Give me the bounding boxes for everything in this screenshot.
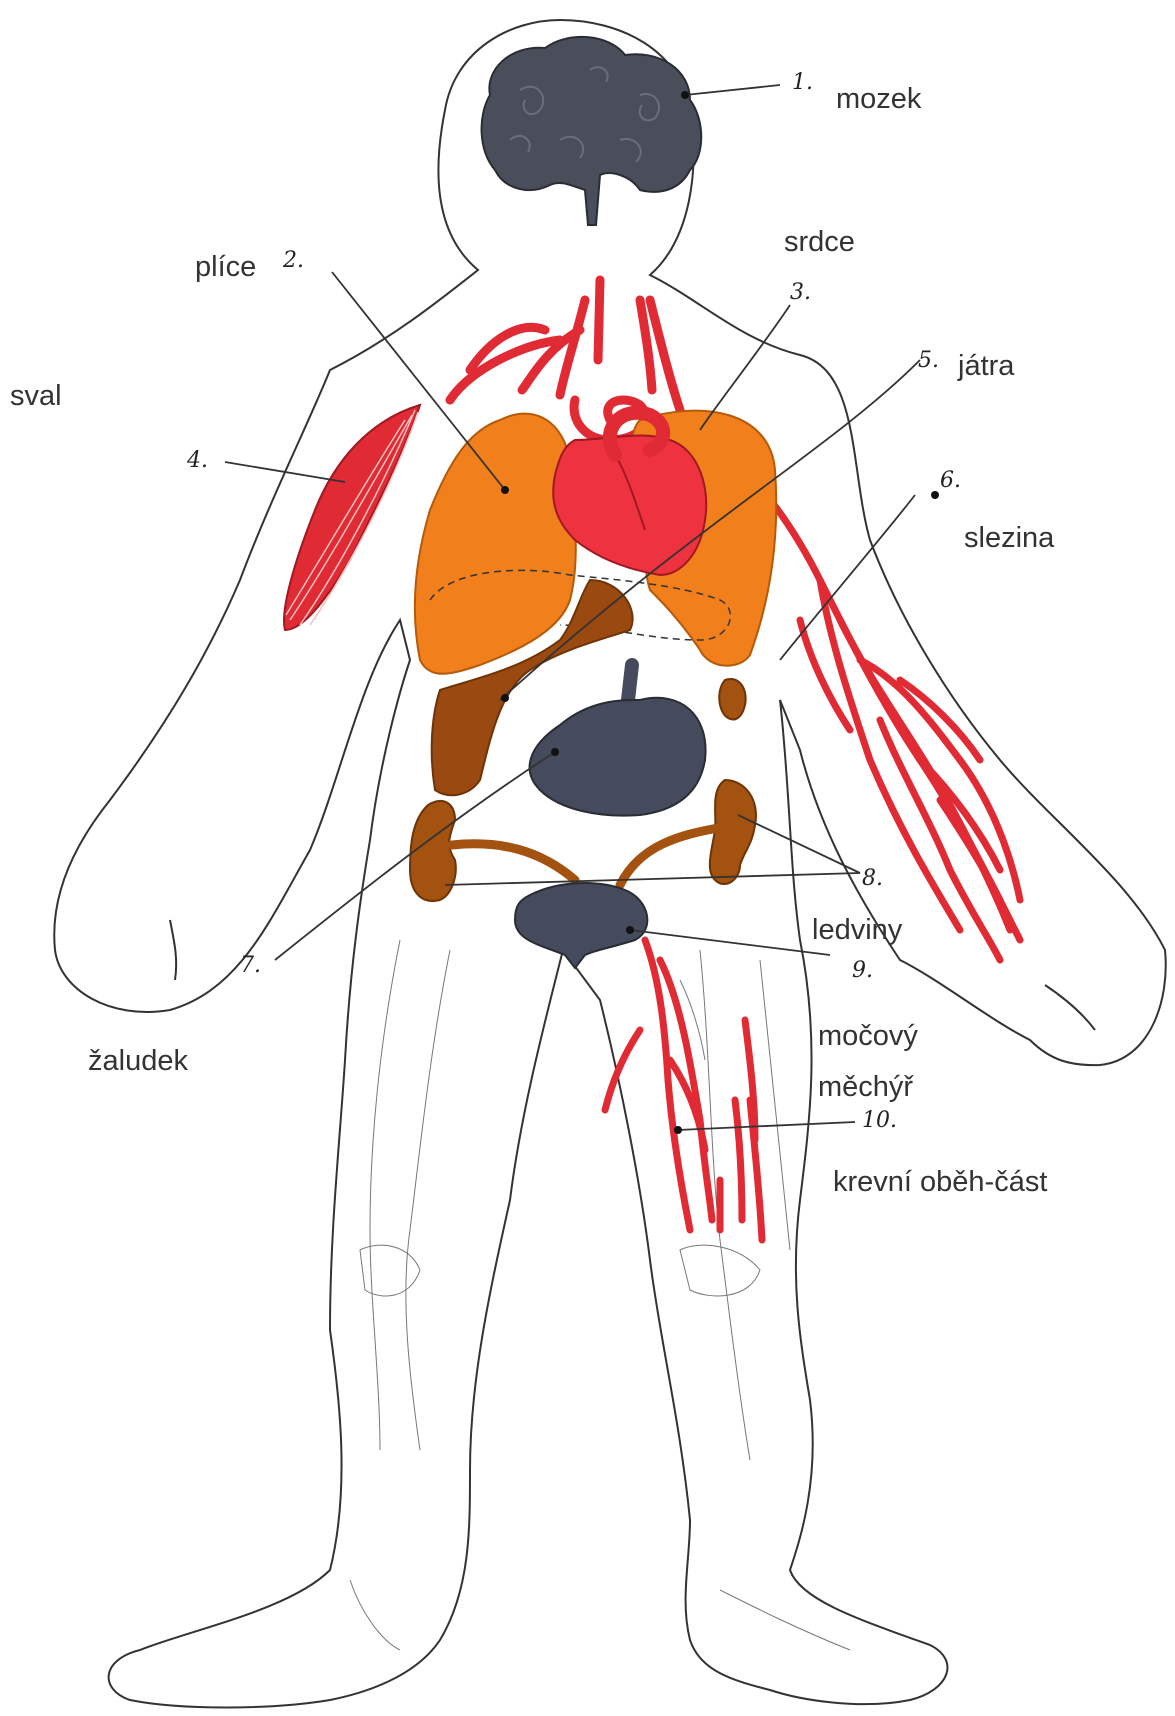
spleen [719, 679, 745, 719]
label-spleen: slezina [964, 524, 1054, 553]
label-kidneys: ledviny [812, 916, 902, 945]
number-4: 4. [187, 450, 208, 472]
label-liver: játra [958, 352, 1014, 381]
label-brain: mozek [836, 85, 921, 114]
number-3: 3. [790, 282, 811, 304]
label-lungs: plíce [195, 253, 256, 282]
number-1: 1. [792, 72, 813, 94]
number-7: 7. [240, 955, 261, 977]
label-stomach: žaludek [88, 1047, 188, 1076]
label-circulation: krevní oběh-část [833, 1168, 1047, 1197]
label-bladder-line1: močový [818, 1022, 918, 1051]
number-10: 10. [862, 1110, 897, 1132]
number-6: 6. [940, 470, 961, 492]
label-muscle: sval [10, 382, 62, 411]
number-9: 9. [852, 960, 873, 982]
label-heart: srdce [784, 228, 855, 257]
number-5: 5. [918, 350, 939, 372]
number-8: 8. [862, 868, 883, 890]
esophagus [628, 665, 632, 700]
label-bladder-line2: měchýř [818, 1073, 913, 1102]
number-2: 2. [283, 250, 304, 272]
